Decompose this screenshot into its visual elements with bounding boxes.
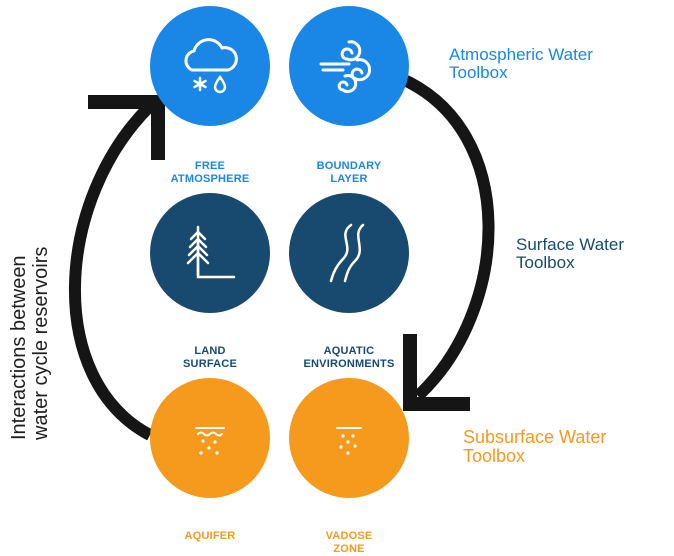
surface-toolbox-label: Surface Water Toolbox	[516, 236, 624, 272]
boundary-layer-label: BOUNDARY LAYER	[274, 160, 424, 186]
boundary-layer-label-line1: BOUNDARY	[316, 160, 382, 172]
soil-water-icon	[336, 427, 362, 455]
aquatic-environments-circle	[289, 193, 409, 313]
aquifer-label: AQUIFER	[135, 530, 285, 543]
side-title: Interactions between water cycle reservo…	[8, 140, 52, 440]
land-surface-label-line1: LAND	[194, 345, 226, 357]
land-surface-circle	[150, 193, 270, 313]
aquatic-environments-label: AQUATIC ENVIRONMENTS	[274, 345, 424, 371]
land-surface-label-line2: SURFACE	[183, 358, 237, 370]
vadose-zone-label-line2: ZONE	[333, 543, 365, 555]
aquatic-environments-label-line1: AQUATIC	[323, 345, 375, 357]
groundwater-icon	[195, 427, 225, 455]
vadose-zone-label-line1: VADOSE	[325, 530, 373, 542]
right-arrowhead	[403, 334, 470, 411]
free-atmosphere-label: FREE ATMOSPHERE	[135, 160, 285, 186]
subsurface-toolbox-label: Subsurface Water Toolbox	[463, 428, 606, 466]
free-atmosphere-label-line1: FREE	[194, 160, 226, 172]
boundary-layer-label-line2: LAYER	[330, 173, 368, 185]
atmospheric-toolbox-line2: Toolbox	[449, 63, 508, 82]
left-arrowhead	[88, 95, 165, 160]
aquifer-label-line1: AQUIFER	[184, 530, 236, 542]
aquifer-circle	[150, 378, 270, 498]
wind-swirl-icon	[319, 40, 372, 94]
cloud-rain-snow-icon	[184, 38, 238, 94]
vadose-zone-circle	[289, 378, 409, 498]
right-cycle-arrow	[397, 72, 495, 401]
vadose-zone-label: VADOSE ZONE	[274, 530, 424, 556]
surface-toolbox-line2: Toolbox	[516, 253, 575, 272]
surface-toolbox-line1: Surface Water	[516, 235, 625, 254]
subsurface-toolbox-line2: Toolbox	[463, 446, 526, 466]
tree-icon	[186, 225, 236, 279]
side-title-line2: water cycle reservoirs	[30, 246, 52, 440]
boundary-layer-circle	[289, 6, 409, 126]
side-title-line1: Interactions between	[8, 255, 30, 440]
atmospheric-toolbox-line1: Atmospheric Water	[449, 45, 593, 64]
free-atmosphere-label-line2: ATMOSPHERE	[170, 173, 250, 185]
subsurface-toolbox-line1: Subsurface Water	[463, 427, 607, 447]
free-atmosphere-circle	[150, 6, 270, 126]
land-surface-label: LAND SURFACE	[135, 345, 285, 371]
river-icon	[329, 223, 365, 283]
left-cycle-arrow	[68, 101, 155, 441]
atmospheric-toolbox-label: Atmospheric Water Toolbox	[449, 46, 593, 82]
aquatic-environments-label-line2: ENVIRONMENTS	[303, 358, 395, 370]
